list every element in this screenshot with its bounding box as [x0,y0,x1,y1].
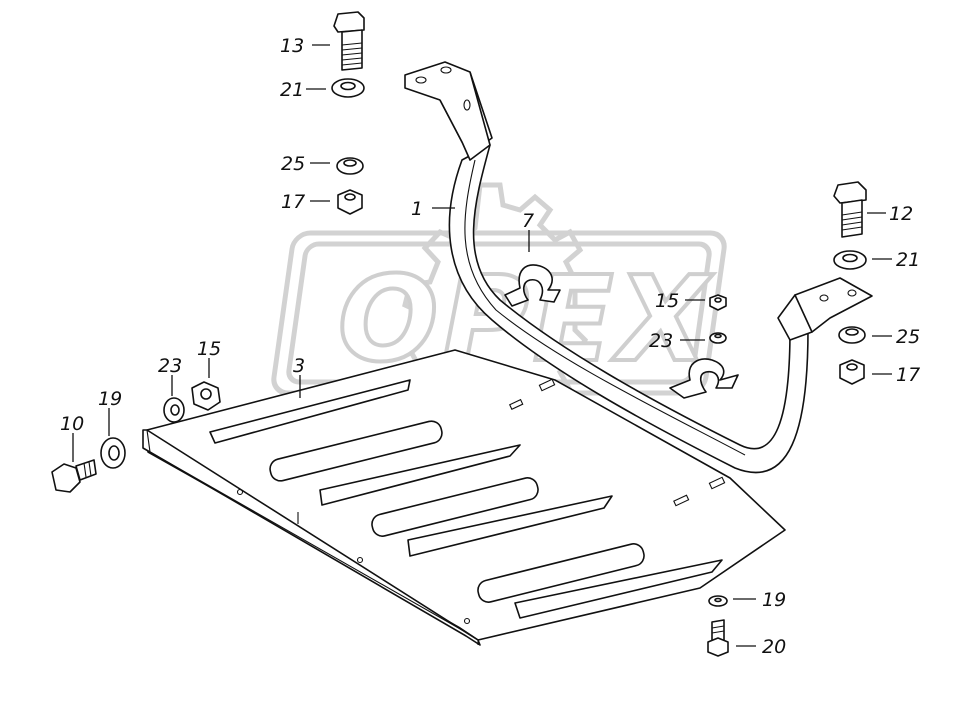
fastener-bolt-20 [707,619,729,657]
part-bracket-tube [404,61,873,474]
fastener-nut-17-right [839,359,865,385]
callout-19-bottom: 19 [762,589,786,611]
fastener-washer-25-left [336,157,364,175]
fastener-nut-15-middle [709,294,727,311]
fastener-nut-17-left [337,189,363,215]
skid-plate-rib-2 [319,444,521,506]
callout-3: 3 [293,355,305,377]
callout-17-left: 17 [281,191,305,213]
fastener-bolt-12 [833,181,867,238]
leader-lines [72,44,892,647]
callout-13: 13 [280,35,304,57]
callout-23-left: 23 [158,355,182,377]
fastener-washer-21-left [331,78,365,98]
skid-plate-rib-3 [407,495,613,557]
callout-21-left: 21 [280,79,304,101]
callout-12: 12 [889,203,913,225]
callout-23-right: 23 [649,330,673,352]
callout-19-left: 19 [98,388,122,410]
skid-plate-slot-2 [371,477,539,537]
fastener-nut-15-left [191,381,221,411]
fastener-washer-25-right [838,326,866,344]
fastener-washer-23-left [163,397,185,423]
fastener-washer-21-right [833,250,867,270]
callout-17-right: 17 [896,364,920,386]
part-skid-plate [142,349,786,646]
callout-25-right: 25 [896,326,920,348]
fastener-washer-19-left [100,437,126,469]
fastener-washer-23-middle [709,332,727,344]
callout-20: 20 [762,636,786,658]
fastener-bolt-13 [333,11,365,71]
clamp-upper [504,264,561,307]
callout-7: 7 [522,210,534,232]
skid-plate-rib-1 [209,379,411,444]
callout-25-left: 25 [281,153,305,175]
callout-labels: 13 21 25 17 1 7 12 21 25 17 15 23 3 23 1… [60,35,920,658]
clamp-lower [669,358,739,399]
part-clamps [504,264,739,399]
fastener-washer-19-bottom [708,595,728,607]
callout-15-right: 15 [655,290,679,312]
callout-21-right: 21 [896,249,920,271]
skid-plate-slot-1 [269,420,443,482]
callout-15-left: 15 [197,338,221,360]
callout-1: 1 [411,198,423,220]
fastener-bolt-10 [51,459,97,493]
callout-10: 10 [60,413,84,435]
skid-plate-rib-4 [514,559,723,619]
skid-plate-slot-3 [477,543,645,603]
